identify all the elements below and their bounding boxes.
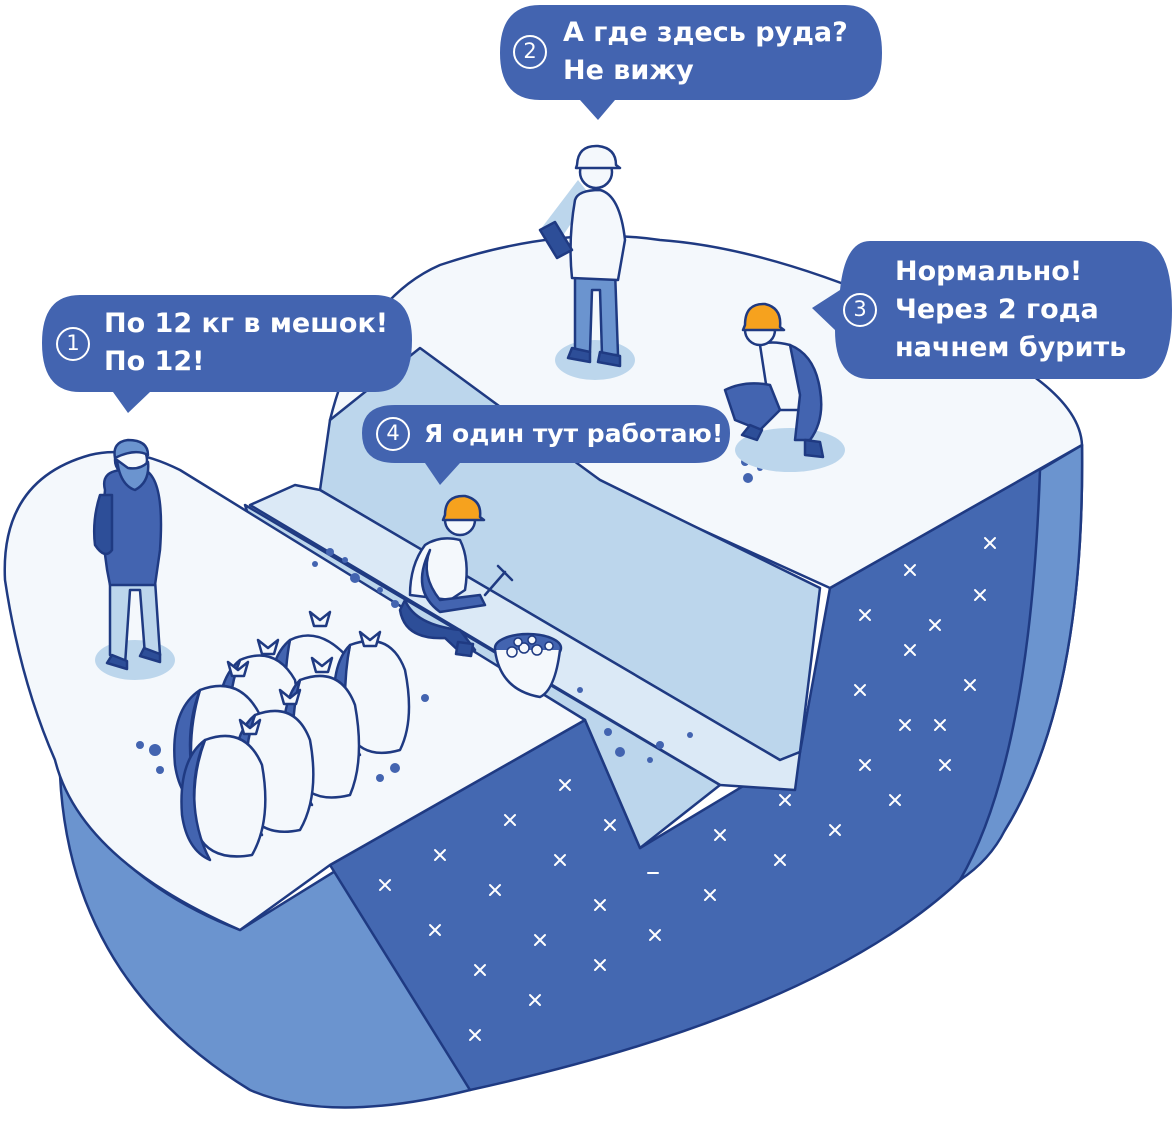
person-supervisor: [92, 438, 175, 680]
bubble-number-1: 1: [56, 327, 90, 361]
hard-hat: [741, 302, 786, 332]
hard-hat: [441, 494, 486, 522]
speech-bubble-2: 2 А где здесь руда? Не вижу: [500, 5, 882, 100]
bubble-3-line-1: Нормально!: [895, 256, 1083, 287]
bubble-2-line-1: А где здесь руда?: [563, 17, 848, 48]
person-geologist: [723, 302, 845, 472]
ore-sacks: [173, 610, 411, 862]
ore-basket: [493, 632, 563, 699]
person-inspector: [538, 144, 635, 380]
bubble-3-line-2: Через 2 года: [895, 294, 1099, 325]
bubble-2-line-2: Не вижу: [563, 55, 694, 86]
bubble-4-line-1: Я один тут работаю!: [424, 419, 724, 448]
right-side-strip: [958, 443, 1084, 882]
pebbles: [136, 458, 776, 782]
hammer: [483, 564, 514, 597]
bubble-number-2: 2: [513, 35, 547, 69]
speech-bubble-3: 3 Нормально! Через 2 года начнем бурить: [835, 241, 1172, 379]
sack: [180, 734, 267, 862]
speech-bubble-4: 4 Я один тут работаю!: [362, 405, 730, 463]
bubble-1-line-2: По 12!: [104, 346, 205, 377]
bubble-number-3: 3: [843, 293, 877, 327]
ore-markers: [379, 537, 996, 1041]
bubble-1-line-1: По 12 кг в мешок!: [104, 308, 389, 339]
bubble-number-4: 4: [376, 417, 410, 451]
person-miner: [398, 494, 514, 658]
bubble-3-line-3: начнем бурить: [895, 332, 1127, 363]
speech-bubble-1: 1 По 12 кг в мешок! По 12!: [42, 295, 412, 392]
